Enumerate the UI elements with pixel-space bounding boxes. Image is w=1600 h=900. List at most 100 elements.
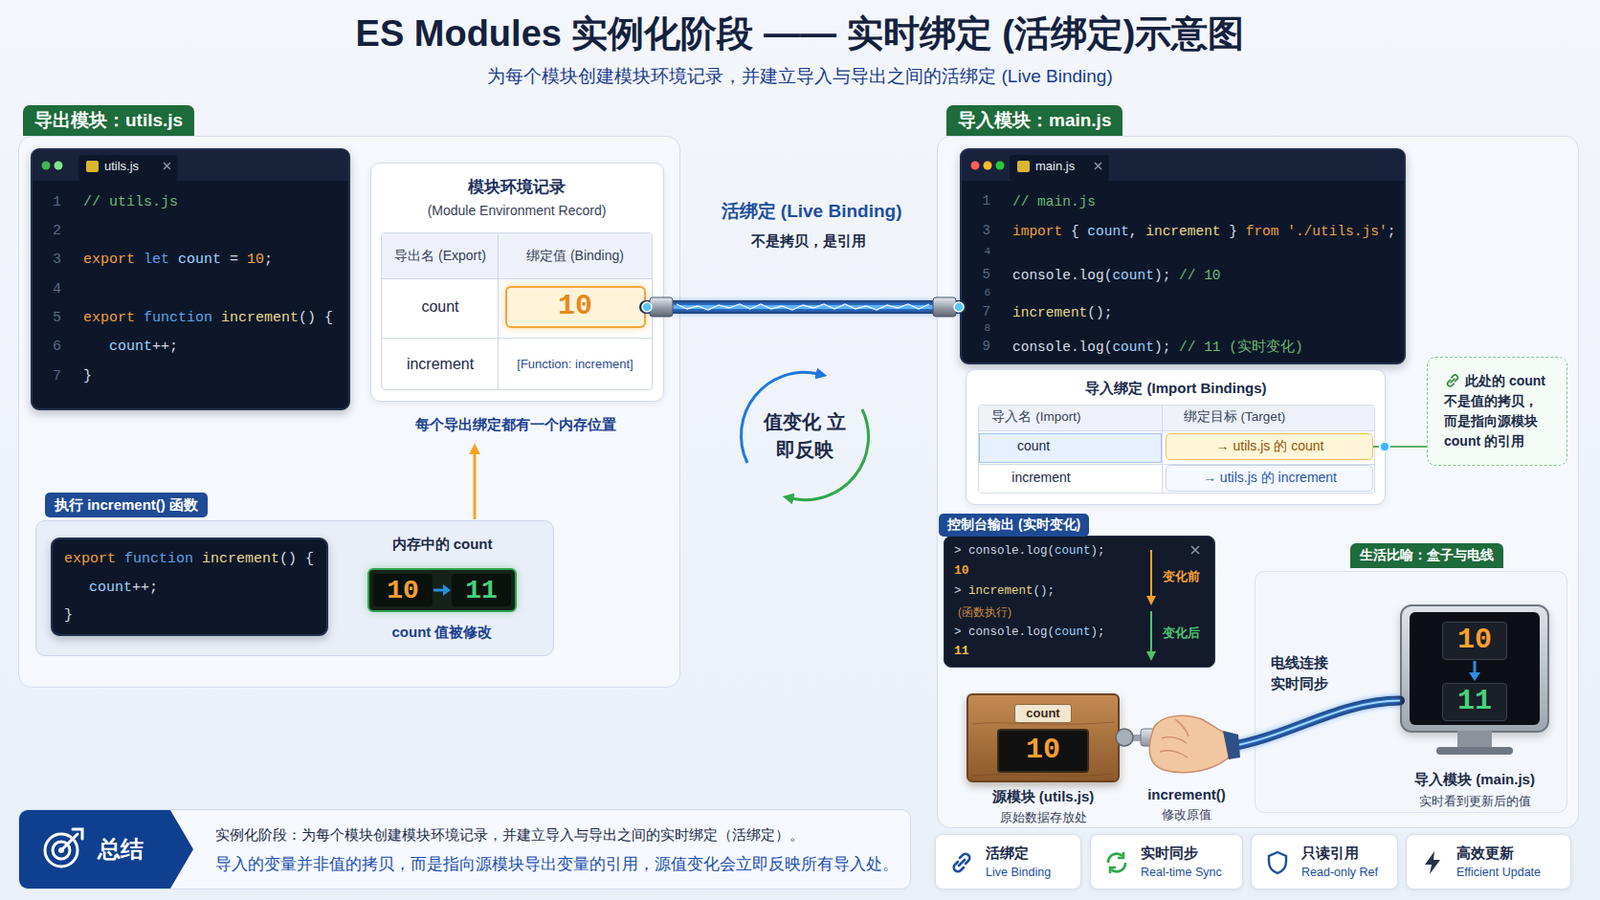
text-anchor: export let count = 10; xyxy=(83,251,273,270)
code-snippet: export function increment() {count++;} xyxy=(50,537,329,637)
code-token: // utils.js xyxy=(83,194,178,211)
decor-path xyxy=(972,722,1114,777)
figure-caption: increment() xyxy=(1147,786,1226,805)
decor-path xyxy=(1450,378,1455,383)
text-anchor: 值变化 立即反映 xyxy=(760,408,849,465)
glow-dot xyxy=(1379,442,1390,452)
text-anchor: 11 xyxy=(465,574,498,608)
console-output: 10 xyxy=(954,563,970,579)
code-token: export xyxy=(83,251,135,268)
pointer-arrow xyxy=(473,453,477,520)
module-panel: 导出模块：utils.jsutils.js1234567// utils.jse… xyxy=(18,135,681,689)
decor-path xyxy=(1468,672,1481,682)
screen-digits: 11 xyxy=(1457,684,1492,721)
decoration xyxy=(19,810,911,889)
cycle-circle: 值变化 立即反映 xyxy=(735,367,874,506)
text-anchor: Real-time Sync xyxy=(1140,866,1223,882)
value-digits: 10 xyxy=(557,288,593,326)
text-anchor: [Function: increment] xyxy=(516,356,633,373)
text-anchor: ES Modules 实例化阶段 —— 实时绑定 (活绑定)示意图 xyxy=(355,11,1245,58)
line-number: 5 xyxy=(52,310,62,329)
summary-text: 导入的变量并非值的拷贝，而是指向源模块导出变量的引用，源值变化会立即反映所有导入… xyxy=(215,854,899,875)
text-anchor: 活绑定 xyxy=(985,844,1029,864)
code-line: console.log(count); // 10 xyxy=(1012,266,1222,285)
title: ES Modules 实例化阶段 —— 实时绑定 (活绑定)示意图 xyxy=(355,11,1245,58)
table-cell: increment xyxy=(406,355,474,375)
screen-digits: 10 xyxy=(1457,622,1492,660)
badge-subtitle: Real-time Sync xyxy=(1140,866,1223,882)
counter-digits: 10 xyxy=(386,574,420,608)
panel-tab: 生活比喻：盒子与电线 xyxy=(1350,543,1504,569)
text-anchor: count 值被修改 xyxy=(392,623,493,643)
decoration xyxy=(735,367,874,506)
decor-path xyxy=(1268,852,1287,874)
decor-path xyxy=(1094,162,1102,170)
code-line: import { count, increment } from './util… xyxy=(1012,222,1396,241)
decor-svg xyxy=(1264,849,1291,877)
text-anchor: 电线连接 实时同步 xyxy=(1265,652,1334,695)
sleeve xyxy=(1222,731,1241,760)
decoration xyxy=(1090,835,1243,889)
note: count 值被修改 xyxy=(392,623,493,643)
table-cell: count xyxy=(1017,438,1050,456)
lightning xyxy=(676,304,930,311)
decor-svg xyxy=(1103,849,1131,877)
text-anchor: → utils.js 的 increment xyxy=(1202,469,1337,488)
decor-path xyxy=(1473,661,1477,675)
console-box: 控制台输出 (实时变化)> console.log(count);10> inc… xyxy=(943,535,1216,668)
line-number: 7 xyxy=(982,304,991,322)
text-anchor: 不是拷贝，是引用 xyxy=(751,232,867,251)
text-anchor: count xyxy=(1017,438,1050,456)
decor-rect xyxy=(78,155,178,181)
line-number: 4 xyxy=(983,245,991,260)
decor-path xyxy=(163,162,171,170)
code-line: export let count = 10; xyxy=(83,251,273,270)
hand-fingers xyxy=(1159,719,1189,758)
decor-svg xyxy=(1466,661,1483,683)
cable-sheath xyxy=(645,300,960,314)
circle-text: 值变化 立即反映 xyxy=(760,408,849,465)
code-line: } xyxy=(83,368,92,387)
text-anchor: 实时看到更新后的值 xyxy=(1419,794,1532,810)
decor-path xyxy=(1424,851,1441,875)
decor-path xyxy=(443,584,451,597)
decor-div xyxy=(1457,731,1492,749)
code-line: count++; xyxy=(88,579,158,599)
binding-subtitle: 不是拷贝，是引用 xyxy=(751,232,867,251)
badge-title: 实时同步 xyxy=(1140,844,1199,864)
decor-rect xyxy=(86,160,99,173)
decor-div xyxy=(1436,747,1513,756)
decor-path xyxy=(1110,867,1116,874)
decor-circle xyxy=(996,161,1005,171)
decor-path xyxy=(1447,379,1455,387)
text-anchor: count++; xyxy=(88,579,158,599)
code-token: import xyxy=(1012,223,1063,240)
decor-path xyxy=(1191,546,1200,555)
line-number: 1 xyxy=(52,194,62,213)
target-cell: → utils.js 的 increment xyxy=(1165,465,1374,492)
target-text: → utils.js 的 increment xyxy=(1202,469,1337,488)
console-line: > console.log(count); xyxy=(954,625,1106,642)
decor-div xyxy=(381,337,652,339)
code-token: count xyxy=(1054,544,1091,558)
code-token: // 10 xyxy=(1178,267,1222,284)
text-anchor: 控制台输出 (实时变化) xyxy=(938,513,1089,537)
text-anchor: // main.js xyxy=(1012,193,1096,211)
text-anchor: 2 xyxy=(52,222,62,242)
text-anchor: increment xyxy=(1011,469,1070,488)
code-token: 10 xyxy=(246,251,265,268)
text-anchor: Read-only Ref xyxy=(1301,866,1378,882)
decor-line xyxy=(1150,611,1153,654)
decor-path xyxy=(959,854,970,865)
decor-svg xyxy=(432,580,452,600)
text-anchor: console.log(count); // 11 (实时变化) xyxy=(1012,338,1304,356)
note: 每个导出绑定都有一个内存位置 xyxy=(415,416,617,435)
code-token: // main.js xyxy=(1012,194,1096,210)
cable-core xyxy=(645,305,960,310)
code-token: count xyxy=(177,251,222,268)
analogy-panel: 生活比喻：盒子与电线1011导入模块 (main.js)实时看到更新后的值 xyxy=(1254,571,1568,814)
line-number: 2 xyxy=(52,222,62,242)
box-subtitle: (Module Environment Record) xyxy=(427,202,607,221)
decor-svg xyxy=(948,849,976,877)
code-token: increment xyxy=(1145,223,1221,240)
